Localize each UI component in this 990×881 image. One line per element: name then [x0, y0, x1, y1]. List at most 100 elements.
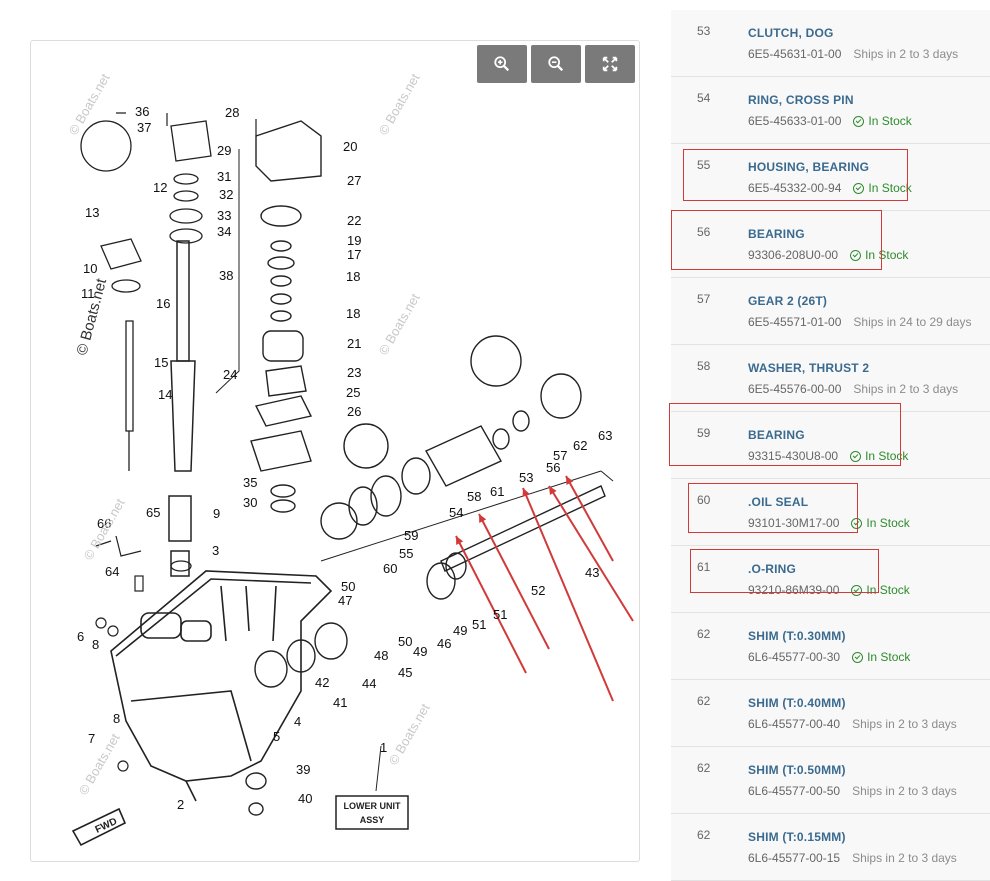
- callout-number: 35: [243, 475, 257, 490]
- callout-number: 25: [346, 385, 360, 400]
- part-name-link[interactable]: GEAR 2 (26T): [748, 294, 828, 308]
- callout-number: 3: [212, 543, 219, 558]
- part-sku: 6L6-45577-00-30: [748, 650, 841, 664]
- assy-label: ASSY: [360, 815, 385, 825]
- check-circle-icon: [853, 182, 865, 194]
- check-circle-icon: [853, 115, 865, 127]
- part-name-link[interactable]: .O-RING: [748, 562, 797, 576]
- check-circle-icon: [850, 450, 862, 462]
- callout-number: 12: [153, 180, 167, 195]
- callout-number: 66: [97, 516, 111, 531]
- part-number: 54: [697, 91, 711, 105]
- part-name-link[interactable]: RING, CROSS PIN: [748, 93, 854, 107]
- part-number: 57: [697, 292, 711, 306]
- part-name-link[interactable]: BEARING: [748, 428, 805, 442]
- callout-number: 60: [383, 561, 397, 576]
- part-sku: 6E5-45631-01-00: [748, 47, 842, 61]
- stock-status-text: In Stock: [866, 583, 910, 597]
- part-sku: 6L6-45577-00-40: [748, 717, 841, 731]
- callout-number: 44: [362, 676, 376, 691]
- part-name-link[interactable]: SHIM (T:0.15MM): [748, 830, 846, 844]
- callout-number: 17: [347, 247, 361, 262]
- callout-number: 6: [77, 629, 84, 644]
- callout-number: 4: [294, 714, 301, 729]
- part-name-link[interactable]: CLUTCH, DOG: [748, 26, 834, 40]
- stock-status: In Stock: [853, 181, 912, 195]
- callout-number: 63: [598, 428, 612, 443]
- stock-status-text: In Stock: [868, 181, 912, 195]
- callout-number: 46: [437, 636, 451, 651]
- callout-number: 40: [298, 791, 312, 806]
- part-name-link[interactable]: WASHER, THRUST 2: [748, 361, 870, 375]
- callout-number: 15: [154, 355, 168, 370]
- stock-status-text: Ships in 2 to 3 days: [852, 717, 957, 731]
- zoom-out-button[interactable]: [531, 45, 581, 83]
- callout-number: 14: [158, 387, 172, 402]
- watermarks: © Boats.net © Boats.net © Boats.net © Bo…: [66, 71, 433, 798]
- callout-number: 20: [343, 139, 357, 154]
- callout-number: 9: [213, 506, 220, 521]
- lower-unit-assy-box: [335, 795, 409, 830]
- part-number: 62: [697, 828, 711, 842]
- part-number: 62: [697, 627, 711, 641]
- red-arrow-head: [522, 488, 530, 497]
- stock-status-text: Ships in 2 to 3 days: [853, 382, 959, 396]
- stock-status: In Stock: [850, 449, 908, 463]
- part-number: 56: [697, 225, 711, 239]
- part-sku-line: 6L6-45577-00-15 Ships in 2 to 3 days: [748, 851, 957, 865]
- part-sku-line: 6L6-45577-00-40 Ships in 2 to 3 days: [748, 717, 957, 731]
- part-name-link[interactable]: SHIM (T:0.30MM): [748, 629, 846, 643]
- part-sku: 6E5-45571-01-00: [748, 315, 842, 329]
- red-arrow-head: [456, 536, 464, 545]
- part-row[interactable]: 62 SHIM (T:0.15MM) 6L6-45577-00-15 Ships in…: [671, 814, 990, 881]
- callout-number: 32: [219, 187, 233, 202]
- exploded-parts-diagram[interactable]: 1234567889101112131415161718181920212223…: [31, 41, 639, 861]
- part-sku: 6L6-45577-00-15: [748, 851, 841, 865]
- part-name-link[interactable]: SHIM (T:0.40MM): [748, 696, 846, 710]
- watermark-text: © Boats.net: [376, 71, 423, 138]
- red-arrow-line: [548, 485, 634, 622]
- callout-number: 19: [347, 233, 361, 248]
- red-arrow-line: [565, 475, 614, 562]
- part-sku: 6E5-45633-01-00: [748, 114, 842, 128]
- callout-number: 18: [346, 269, 360, 284]
- red-arrow-head: [566, 476, 574, 485]
- stock-status-text: Ships in 2 to 3 days: [852, 851, 957, 865]
- fullscreen-button[interactable]: [585, 45, 635, 83]
- part-number: 53: [697, 24, 711, 38]
- part-number: 59: [697, 426, 711, 440]
- callout-number: 8: [92, 637, 99, 652]
- zoom-in-button[interactable]: [477, 45, 527, 83]
- callout-number: 23: [347, 365, 361, 380]
- stock-status-text: In Stock: [865, 248, 909, 262]
- upper-left-parts: [80, 120, 212, 572]
- part-name-link[interactable]: HOUSING, BEARING: [748, 160, 870, 174]
- part-name-link[interactable]: SHIM (T:0.50MM): [748, 763, 846, 777]
- callout-number: 29: [217, 143, 231, 158]
- lower-unit-label: LOWER UNIT: [344, 801, 401, 811]
- callout-number: 55: [399, 546, 413, 561]
- check-circle-icon: [851, 584, 863, 596]
- callout-labels: 1234567889101112131415161718181920212223…: [77, 104, 612, 812]
- callout-number: 11: [81, 286, 95, 301]
- part-name-link[interactable]: .OIL SEAL: [748, 495, 809, 509]
- stock-status: Ships in 2 to 3 days: [852, 784, 957, 798]
- part-name-link[interactable]: BEARING: [748, 227, 805, 241]
